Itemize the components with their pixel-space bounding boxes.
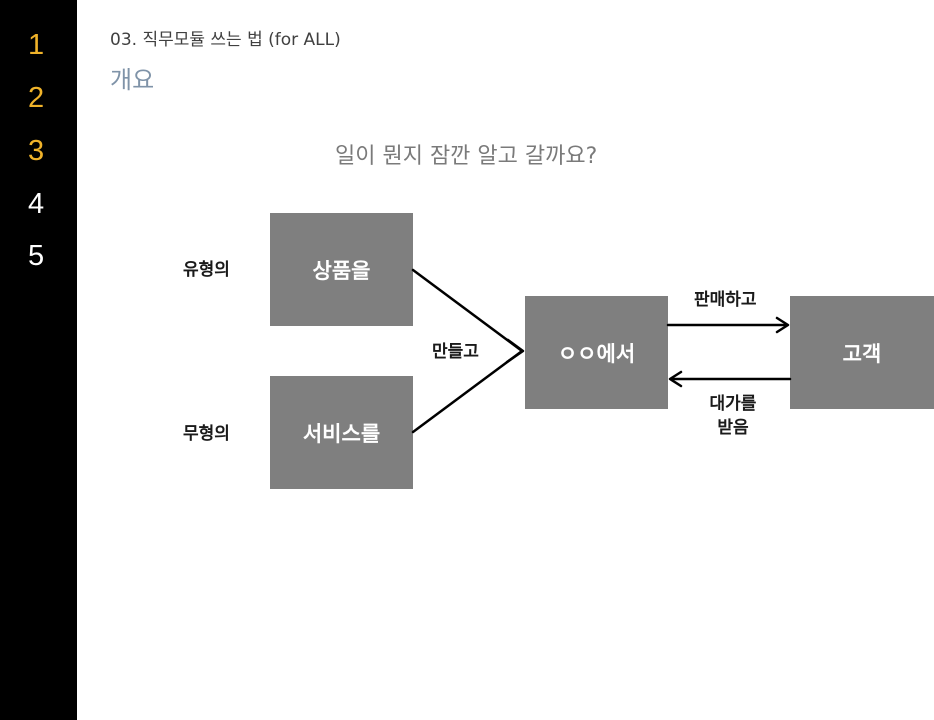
arrowhead-receive [668,370,683,388]
breadcrumb: 03. 직무모듈 쓰는 법 (for ALL) [110,30,341,50]
box-product: 상품을 [270,213,413,326]
box-company: ㅇㅇ에서 [525,296,668,409]
page-title: 개요 [110,66,155,94]
box-service: 서비스를 [270,376,413,489]
label-tangible: 유형의 [183,260,230,280]
arrow-service-to-company [411,349,524,434]
nav-item-4[interactable]: 4 [28,188,45,220]
diagram-question: 일이 뭔지 잠깐 알고 갈까요? [335,144,598,169]
sidebar: 1 2 3 4 5 [0,0,77,720]
nav-item-3[interactable]: 3 [28,135,45,167]
arrowhead-make [505,338,525,364]
arrowhead-sell [775,316,790,334]
label-sell: 판매하고 [694,290,757,310]
box-customer: 고객 [790,296,934,409]
label-make: 만들고 [432,342,479,362]
label-receive: 대가를 받음 [700,392,766,440]
nav-item-1[interactable]: 1 [28,29,45,61]
nav-item-5[interactable]: 5 [28,240,45,272]
nav-item-2[interactable]: 2 [28,82,45,114]
label-receive-line1: 대가를 [709,394,757,414]
label-receive-line2: 받음 [717,418,749,438]
label-intangible: 무형의 [183,424,230,444]
arrow-product-to-company [411,268,524,353]
